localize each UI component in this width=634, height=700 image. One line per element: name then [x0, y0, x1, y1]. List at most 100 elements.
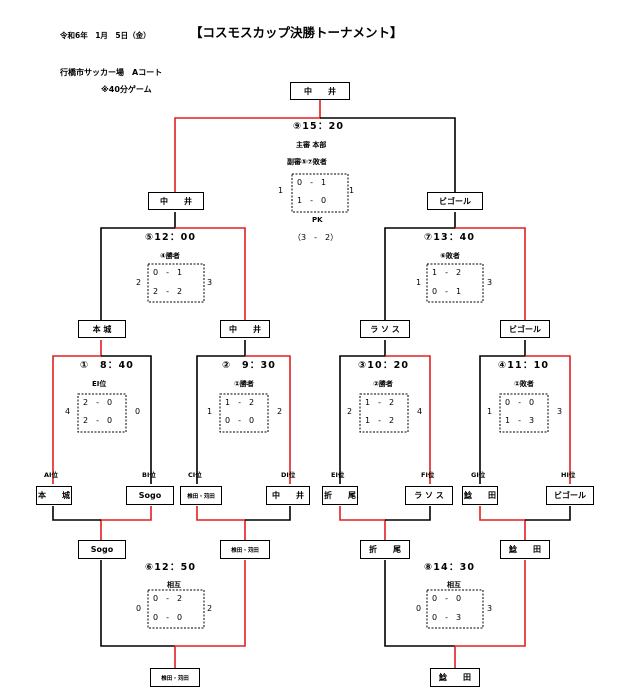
- seed-a-team-box: 本 城: [36, 486, 72, 505]
- seed-g-label: GI位: [471, 471, 486, 479]
- conn-di-line: [245, 506, 291, 521]
- semi-left-referee: ④勝者: [160, 252, 180, 260]
- qf1-left-line: [52, 340, 102, 484]
- qf2-winner-box: 中 井: [220, 320, 270, 338]
- qf1-score-box: [77, 393, 127, 433]
- qf3-referee: ②勝者: [373, 380, 393, 388]
- semi-left-score-row-2: 2 - 2: [153, 287, 183, 296]
- qf2-score-row-2: 0 - 0: [225, 416, 255, 425]
- semi-right-winner-box: ビゴール: [427, 192, 483, 210]
- qf3-score-box: [359, 393, 409, 433]
- lower-right-score-box: [426, 589, 484, 629]
- qf2-right-line: [245, 355, 291, 484]
- lower-left-left-line: [100, 560, 175, 647]
- qf3-left-total: 2: [347, 407, 353, 416]
- qf1-winner-box: 本 城: [78, 320, 126, 338]
- qf1-right-total: 0: [135, 407, 141, 416]
- qf2-right-total: 2: [277, 407, 283, 416]
- final-score-box: [291, 173, 349, 213]
- final-score-row-2: 1 - 0: [297, 196, 327, 205]
- lower-left-right-total: 2: [207, 604, 213, 613]
- lower-right-left-total: 0: [416, 604, 422, 613]
- qf1-referee: EI位: [92, 380, 107, 388]
- seed-a-label: AI位: [44, 471, 58, 479]
- lower-right-right-team-box: 鯰 田: [500, 540, 550, 559]
- qf4-score-row-1: 0 - 0: [505, 398, 535, 407]
- semi-left-right-line: [175, 227, 246, 320]
- seed-d-team-box: 中 井: [266, 486, 310, 505]
- semi-right-left-total: 1: [416, 278, 422, 287]
- final-pk-score: （3 - 2）: [293, 233, 339, 242]
- semi-left-left-line: [100, 212, 176, 320]
- final-left-line: [174, 100, 321, 192]
- semi-left-score-row-1: 0 - 1: [153, 268, 183, 277]
- qf3-left-line: [339, 340, 386, 484]
- champion-box: 中 井: [290, 82, 350, 100]
- qf2-referee: ①勝者: [234, 380, 254, 388]
- qf1-score-row-1: 2 - 0: [83, 398, 113, 407]
- seed-h-label: HI位: [561, 471, 576, 479]
- qf1-left-total: 4: [65, 407, 71, 416]
- seed-c-label: CI位: [188, 471, 202, 479]
- seed-e-team-box: 折 尾: [322, 486, 358, 505]
- header-date: 令和6年 1月 5日（金）: [60, 31, 151, 40]
- lower-right-referee: 相互: [447, 581, 461, 589]
- lower-left-score-row-2: 0 - 0: [153, 613, 183, 622]
- lower-right-right-line: [454, 560, 526, 668]
- lower-left-time: ⑥12：50: [145, 562, 197, 573]
- lower-left-left-team-box: Sogo: [78, 540, 126, 559]
- conn-gi-line: [479, 506, 526, 540]
- qf4-score-row-2: 1 - 3: [505, 416, 535, 425]
- conn-ei-line: [339, 506, 386, 540]
- lower-left-right-team-box: 椎田・苅田: [220, 540, 270, 559]
- final-assistant-referee: 副審⑤⑦敗者: [287, 158, 327, 166]
- final-time: ⑨15：20: [293, 121, 345, 132]
- seed-f-team-box: ラ ソ ス: [405, 486, 453, 505]
- qf4-time: ④11：10: [498, 360, 550, 371]
- venue-name: 行橋市サッカー場 Aコート: [60, 68, 163, 77]
- semi-left-right-total: 3: [207, 278, 213, 287]
- qf4-score-box: [499, 393, 549, 433]
- qf4-referee: ①敗者: [514, 380, 534, 388]
- lower-right-score-row-1: 0 - 0: [432, 594, 462, 603]
- lower-right-winner-box: 鯰 田: [430, 668, 480, 687]
- qf1-score-row-2: 2 - 0: [83, 416, 113, 425]
- qf1-time: ① 8：40: [80, 360, 135, 371]
- qf4-winner-box: ビゴール: [500, 320, 550, 338]
- qf3-right-total: 4: [417, 407, 423, 416]
- lower-right-score-row-2: 0 - 3: [432, 613, 462, 622]
- qf3-winner-box: ラ ソ ス: [360, 320, 410, 338]
- seed-c-team-box: 椎田・苅田: [180, 486, 222, 505]
- qf2-score-box: [219, 393, 269, 433]
- seed-g-team-box: 鯰 田: [462, 486, 498, 505]
- qf1-right-line: [101, 355, 152, 484]
- semi-left-score-box: [147, 263, 205, 303]
- seed-e-label: EI位: [331, 471, 345, 479]
- conn-hi-line: [525, 506, 571, 521]
- seed-h-team-box: ビゴール: [546, 486, 594, 505]
- final-right-line: [320, 117, 456, 192]
- match-duration-note: ※40分ゲーム: [101, 85, 152, 94]
- qf3-score-row-1: 1 - 2: [365, 398, 395, 407]
- final-left-total: 1: [278, 186, 284, 195]
- semi-right-referee: ⑥敗者: [440, 252, 460, 260]
- lower-left-right-line: [174, 560, 246, 668]
- lower-left-left-total: 0: [136, 604, 142, 613]
- lower-left-referee: 相互: [167, 581, 181, 589]
- seed-b-label: BI位: [142, 471, 156, 479]
- final-pk-label: PK: [312, 216, 323, 224]
- lower-right-left-team-box: 折 尾: [360, 540, 410, 559]
- semi-right-score-row-1: 1 - 2: [432, 268, 462, 277]
- lower-left-score-box: [147, 589, 205, 629]
- conn-fi-line: [385, 506, 431, 521]
- final-score-row-1: 0 - 1: [297, 178, 327, 187]
- qf4-left-line: [479, 340, 526, 484]
- semi-right-left-line: [384, 212, 456, 320]
- semi-right-right-total: 3: [487, 278, 493, 287]
- conn-ai-line: [52, 506, 101, 521]
- qf3-score-row-2: 1 - 2: [365, 416, 395, 425]
- semi-left-time: ⑤12：00: [145, 232, 197, 243]
- semi-right-score-row-2: 0 - 1: [432, 287, 462, 296]
